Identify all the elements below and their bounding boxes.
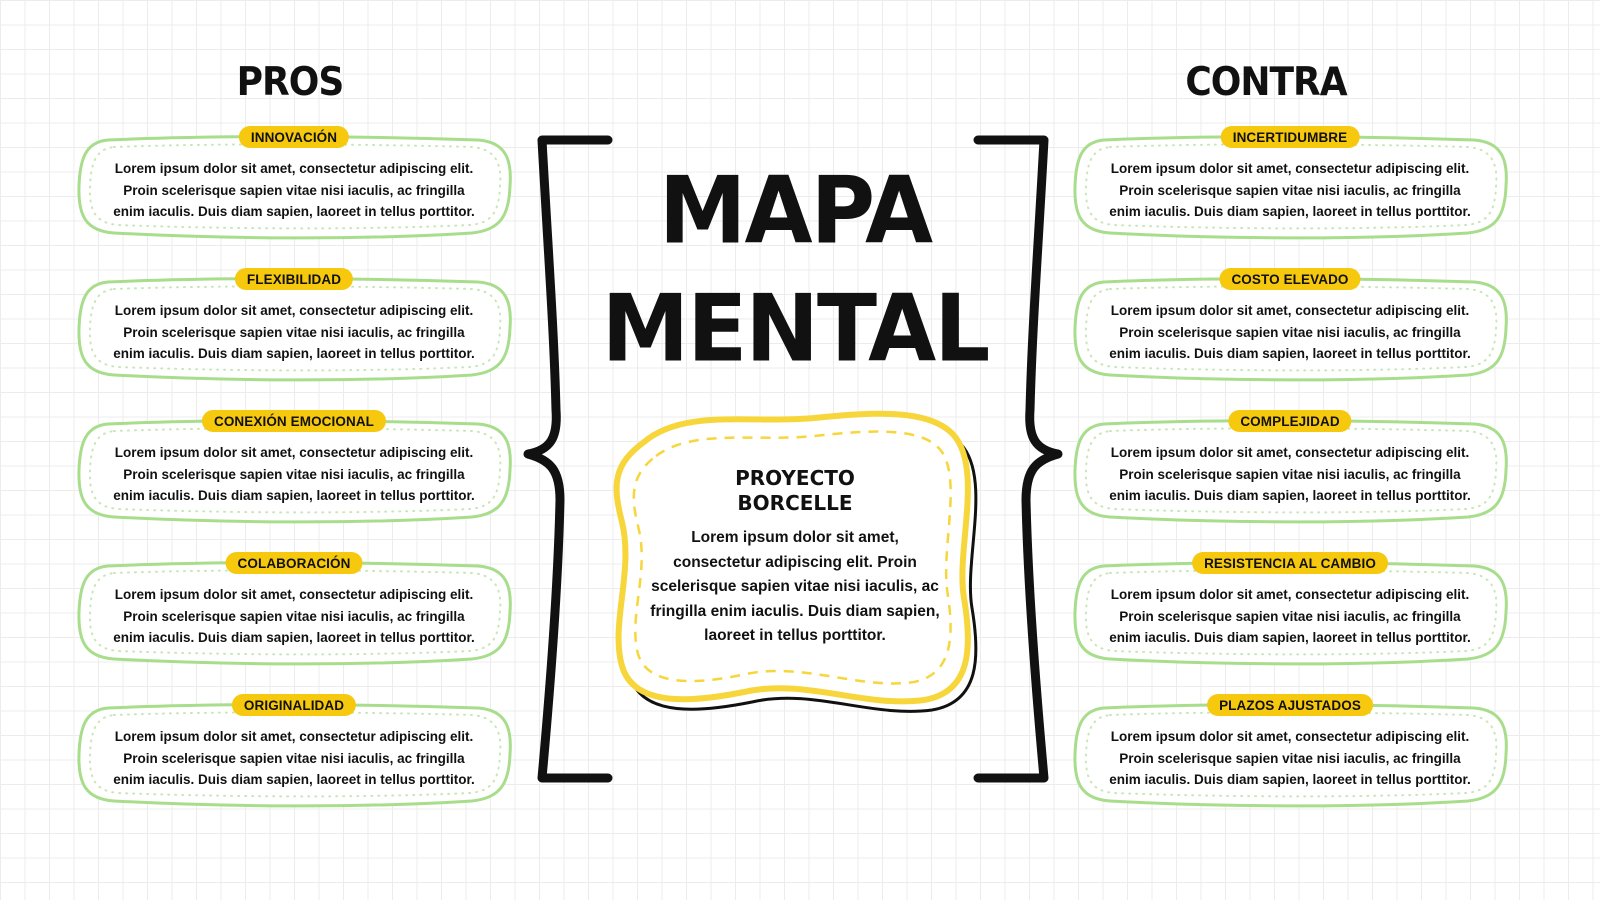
- pros-card: ORIGINALIDAD Lorem ipsum dolor sit amet,…: [74, 694, 514, 812]
- contra-card: RESISTENCIA AL CAMBIO Lorem ipsum dolor …: [1070, 552, 1510, 670]
- title-line-1: MAPA: [658, 156, 933, 265]
- card-text: Lorem ipsum dolor sit amet, consectetur …: [113, 587, 475, 645]
- center-text: Lorem ipsum dolor sit amet, consectetur …: [650, 529, 940, 644]
- card-outline: [77, 135, 512, 240]
- card-tag: COLABORACIÓN: [225, 552, 363, 574]
- card-text: Lorem ipsum dolor sit amet, consectetur …: [1109, 587, 1471, 645]
- contra-heading: CONTRA: [1185, 60, 1347, 105]
- card-outline: [77, 277, 512, 382]
- pros-column: INNOVACIÓN Lorem ipsum dolor sit amet, c…: [74, 126, 514, 836]
- card-tag: INNOVACIÓN: [238, 126, 350, 148]
- page-title: MAPA MENTAL: [600, 152, 991, 387]
- card-tag: PLAZOS AJUSTADOS: [1207, 694, 1373, 716]
- card-text: Lorem ipsum dolor sit amet, consectetur …: [113, 303, 475, 361]
- pros-card: COLABORACIÓN Lorem ipsum dolor sit amet,…: [74, 552, 514, 670]
- card-tag: ORIGINALIDAD: [231, 694, 357, 716]
- contra-card: PLAZOS AJUSTADOS Lorem ipsum dolor sit a…: [1070, 694, 1510, 812]
- pros-card: CONEXIÓN EMOCIONAL Lorem ipsum dolor sit…: [74, 410, 514, 528]
- pros-card: INNOVACIÓN Lorem ipsum dolor sit amet, c…: [74, 126, 514, 244]
- card-outline: [77, 703, 512, 808]
- contra-column: INCERTIDUMBRE Lorem ipsum dolor sit amet…: [1070, 126, 1510, 836]
- pros-heading: PROS: [236, 60, 345, 105]
- card-tag: COSTO ELEVADO: [1219, 268, 1361, 290]
- title-line-2: MENTAL: [601, 274, 991, 383]
- contra-card: INCERTIDUMBRE Lorem ipsum dolor sit amet…: [1070, 126, 1510, 244]
- left-brace-icon: [523, 135, 613, 783]
- card-text: Lorem ipsum dolor sit amet, consectetur …: [1109, 445, 1471, 503]
- card-tag: CONEXIÓN EMOCIONAL: [201, 410, 387, 432]
- card-text: Lorem ipsum dolor sit amet, consectetur …: [113, 729, 475, 787]
- card-text: Lorem ipsum dolor sit amet, consectetur …: [113, 445, 475, 503]
- card-text: Lorem ipsum dolor sit amet, consectetur …: [1109, 303, 1471, 361]
- card-text: Lorem ipsum dolor sit amet, consectetur …: [1109, 161, 1471, 219]
- center-title: PROYECTO BORCELLE: [735, 466, 855, 515]
- card-outline: [1073, 419, 1508, 524]
- card-text: Lorem ipsum dolor sit amet, consectetur …: [113, 161, 475, 219]
- card-outline: [1073, 703, 1508, 808]
- right-brace-icon: [973, 135, 1063, 783]
- card-tag: COMPLEJIDAD: [1228, 410, 1352, 432]
- card-tag: FLEXIBILIDAD: [234, 268, 354, 290]
- card-outline: [1073, 135, 1508, 240]
- center-blob: [613, 410, 978, 713]
- card-text: Lorem ipsum dolor sit amet, consectetur …: [1109, 729, 1471, 787]
- contra-card: COMPLEJIDAD Lorem ipsum dolor sit amet, …: [1070, 410, 1510, 528]
- pros-card: FLEXIBILIDAD Lorem ipsum dolor sit amet,…: [74, 268, 514, 386]
- contra-card: COSTO ELEVADO Lorem ipsum dolor sit amet…: [1070, 268, 1510, 386]
- card-tag: INCERTIDUMBRE: [1220, 126, 1360, 148]
- card-tag: RESISTENCIA AL CAMBIO: [1192, 552, 1388, 574]
